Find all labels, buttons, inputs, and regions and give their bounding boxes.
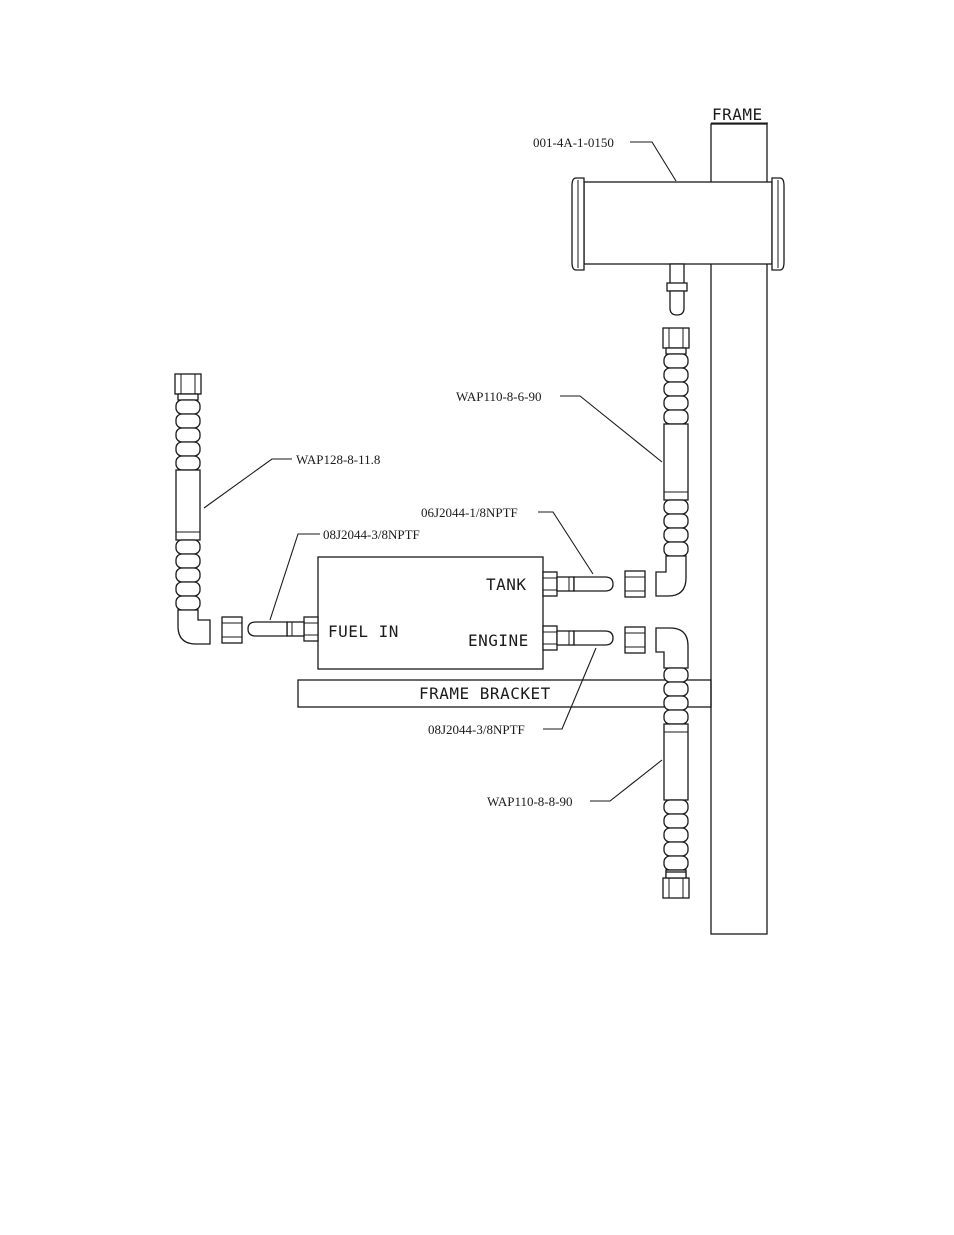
hose-tank-side	[624, 327, 690, 598]
filter-head	[571, 177, 785, 316]
leader-hose-engine-side	[590, 759, 663, 802]
callout-filter-head: 001-4A-1-0150	[533, 135, 614, 150]
fitting-engine	[542, 625, 614, 651]
leader-filter-head	[630, 141, 677, 182]
callout-hose-engine-side: WAP110-8-8-90	[487, 794, 572, 809]
hose-engine-side	[624, 626, 690, 899]
leader-fitting-fuel-in	[269, 533, 320, 621]
port-label-fuel-in: FUEL IN	[328, 622, 399, 641]
frame-label: FRAME	[712, 105, 763, 124]
frame-bracket-label: FRAME BRACKET	[419, 684, 551, 703]
callout-fitting-tank: 06J2044-1/8NPTF	[421, 505, 518, 520]
port-label-tank: TANK	[486, 575, 527, 594]
callout-fitting-fuel-in: 08J2044-3/8NPTF	[323, 527, 420, 542]
leader-hose-inlet	[203, 458, 292, 509]
frame-rail	[710, 123, 768, 935]
hose-inlet	[174, 373, 243, 645]
port-label-engine: ENGINE	[468, 631, 529, 650]
frame-bracket	[297, 679, 712, 708]
callout-fitting-engine: 08J2044-3/8NPTF	[428, 722, 525, 737]
filter-housing	[317, 556, 544, 670]
leader-fitting-engine	[543, 647, 597, 730]
callout-hose-tank-side: WAP110-8-6-90	[456, 389, 541, 404]
fitting-fuel-in	[247, 616, 319, 642]
fitting-tank	[542, 571, 614, 597]
callout-hose-inlet: WAP128-8-11.8	[296, 452, 380, 467]
leader-fitting-tank	[538, 511, 594, 575]
leader-hose-tank-side	[560, 395, 663, 463]
